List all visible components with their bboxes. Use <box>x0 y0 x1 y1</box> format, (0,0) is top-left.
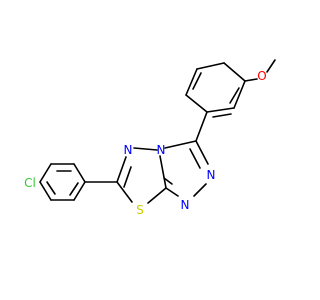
bond <box>133 147 158 151</box>
bond <box>39 181 52 201</box>
bond <box>147 187 167 204</box>
bond <box>195 140 209 165</box>
bond <box>229 87 240 104</box>
bond <box>185 68 198 96</box>
bond <box>233 80 246 109</box>
bond <box>185 94 208 113</box>
bond <box>196 62 225 70</box>
atom-labels: Cl S N N N N O <box>24 69 267 217</box>
molecule-structure: Cl S N N N N O <box>24 59 276 217</box>
sulfur-atom: S <box>136 203 144 217</box>
bond <box>73 163 86 183</box>
nitrogen-atom-bridgehead: N <box>157 143 166 157</box>
bond <box>266 59 276 73</box>
bond <box>192 72 202 90</box>
bond <box>39 163 52 183</box>
bond <box>46 181 56 195</box>
nitrogen-atom-triazole-upper: N <box>207 168 216 182</box>
chlorine-atom: Cl <box>24 176 36 190</box>
oxygen-atom: O <box>257 69 266 83</box>
bond <box>206 107 235 113</box>
bond <box>164 140 197 149</box>
nitrogen-atom-triazole-lower: N <box>181 198 190 212</box>
bond <box>189 148 201 169</box>
bond <box>123 166 132 188</box>
bond <box>165 187 179 197</box>
bond <box>116 181 133 203</box>
bond <box>159 155 167 189</box>
bond <box>193 183 207 197</box>
bond <box>195 111 208 142</box>
nitrogen-atom-imine: N <box>124 143 133 157</box>
bond <box>116 156 127 183</box>
bonds <box>39 59 276 204</box>
bond <box>244 78 258 82</box>
bond <box>163 177 173 185</box>
bond <box>73 181 86 201</box>
bond <box>212 113 232 118</box>
bond <box>223 62 246 82</box>
bond <box>69 182 79 196</box>
